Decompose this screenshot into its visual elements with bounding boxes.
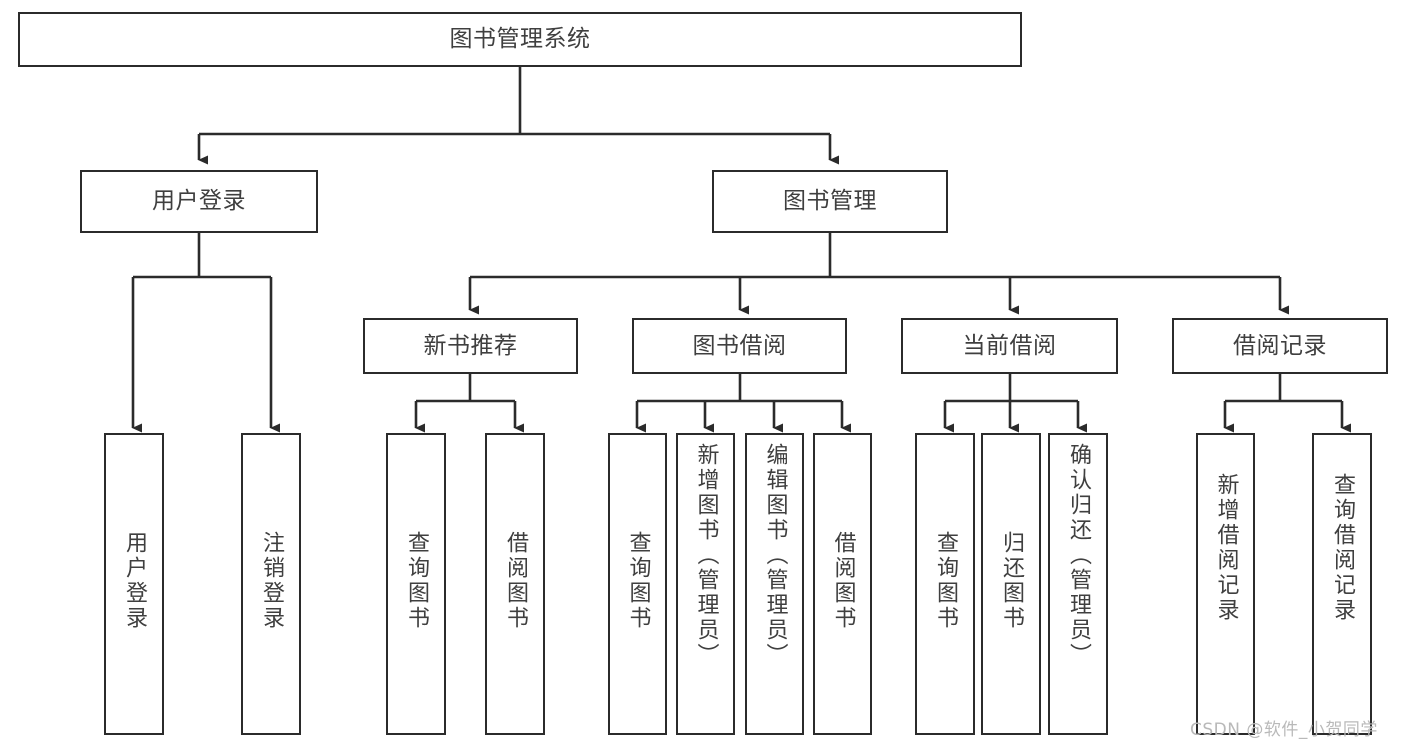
node-new-book-recommend-label: 新书推荐: [423, 332, 518, 359]
node-current-borrow[interactable]: 当前借阅: [901, 318, 1118, 374]
watermark-text: CSDN @软件_小贺同学: [1190, 720, 1378, 740]
node-leaf-edit-book[interactable]: 编辑图书（管理员）: [745, 433, 804, 735]
node-new-book-recommend[interactable]: 新书推荐: [363, 318, 578, 374]
node-leaf-confirm-return[interactable]: 确认归还（管理员）: [1048, 433, 1108, 735]
node-leaf-borrow-book-2[interactable]: 借阅图书: [813, 433, 872, 735]
node-leaf-user-logout-label: 注销登录: [259, 531, 284, 631]
node-root[interactable]: 图书管理系统: [18, 12, 1022, 67]
node-leaf-confirm-return-label: 确认归还（管理员）: [1066, 443, 1091, 668]
node-leaf-add-record[interactable]: 新增借阅记录: [1196, 433, 1255, 735]
node-book-borrow[interactable]: 图书借阅: [632, 318, 847, 374]
node-current-borrow-label: 当前借阅: [962, 332, 1057, 359]
node-leaf-borrow-book-1-label: 借阅图书: [503, 531, 528, 631]
node-book-borrow-label: 图书借阅: [692, 332, 787, 359]
node-leaf-edit-book-label: 编辑图书（管理员）: [762, 443, 788, 668]
node-book-management[interactable]: 图书管理: [712, 170, 948, 233]
node-leaf-query-record-label: 查询借阅记录: [1330, 473, 1355, 623]
node-leaf-add-book-label: 新增图书（管理员）: [693, 443, 719, 668]
node-leaf-add-record-label: 新增借阅记录: [1213, 473, 1239, 623]
node-leaf-query-book-1-label: 查询图书: [404, 531, 429, 631]
node-leaf-query-book-3[interactable]: 查询图书: [915, 433, 975, 735]
node-leaf-add-book[interactable]: 新增图书（管理员）: [676, 433, 735, 735]
node-leaf-query-book-1[interactable]: 查询图书: [386, 433, 446, 735]
node-root-label: 图书管理系统: [449, 26, 591, 53]
node-leaf-query-record[interactable]: 查询借阅记录: [1312, 433, 1372, 735]
node-leaf-return-book[interactable]: 归还图书: [981, 433, 1041, 735]
node-leaf-user-login-label: 用户登录: [122, 531, 147, 631]
node-user-login-label: 用户登录: [152, 188, 246, 215]
node-leaf-borrow-book-1[interactable]: 借阅图书: [485, 433, 545, 735]
node-leaf-query-book-3-label: 查询图书: [933, 531, 958, 631]
node-borrow-record[interactable]: 借阅记录: [1172, 318, 1388, 374]
node-leaf-return-book-label: 归还图书: [999, 531, 1024, 631]
node-borrow-record-label: 借阅记录: [1233, 332, 1327, 359]
node-leaf-query-book-2[interactable]: 查询图书: [608, 433, 667, 735]
node-leaf-user-logout[interactable]: 注销登录: [241, 433, 301, 735]
node-leaf-user-login[interactable]: 用户登录: [104, 433, 164, 735]
node-leaf-borrow-book-2-label: 借阅图书: [830, 531, 856, 631]
node-user-login[interactable]: 用户登录: [80, 170, 318, 233]
node-leaf-query-book-2-label: 查询图书: [625, 531, 651, 631]
node-book-management-label: 图书管理: [783, 188, 877, 215]
